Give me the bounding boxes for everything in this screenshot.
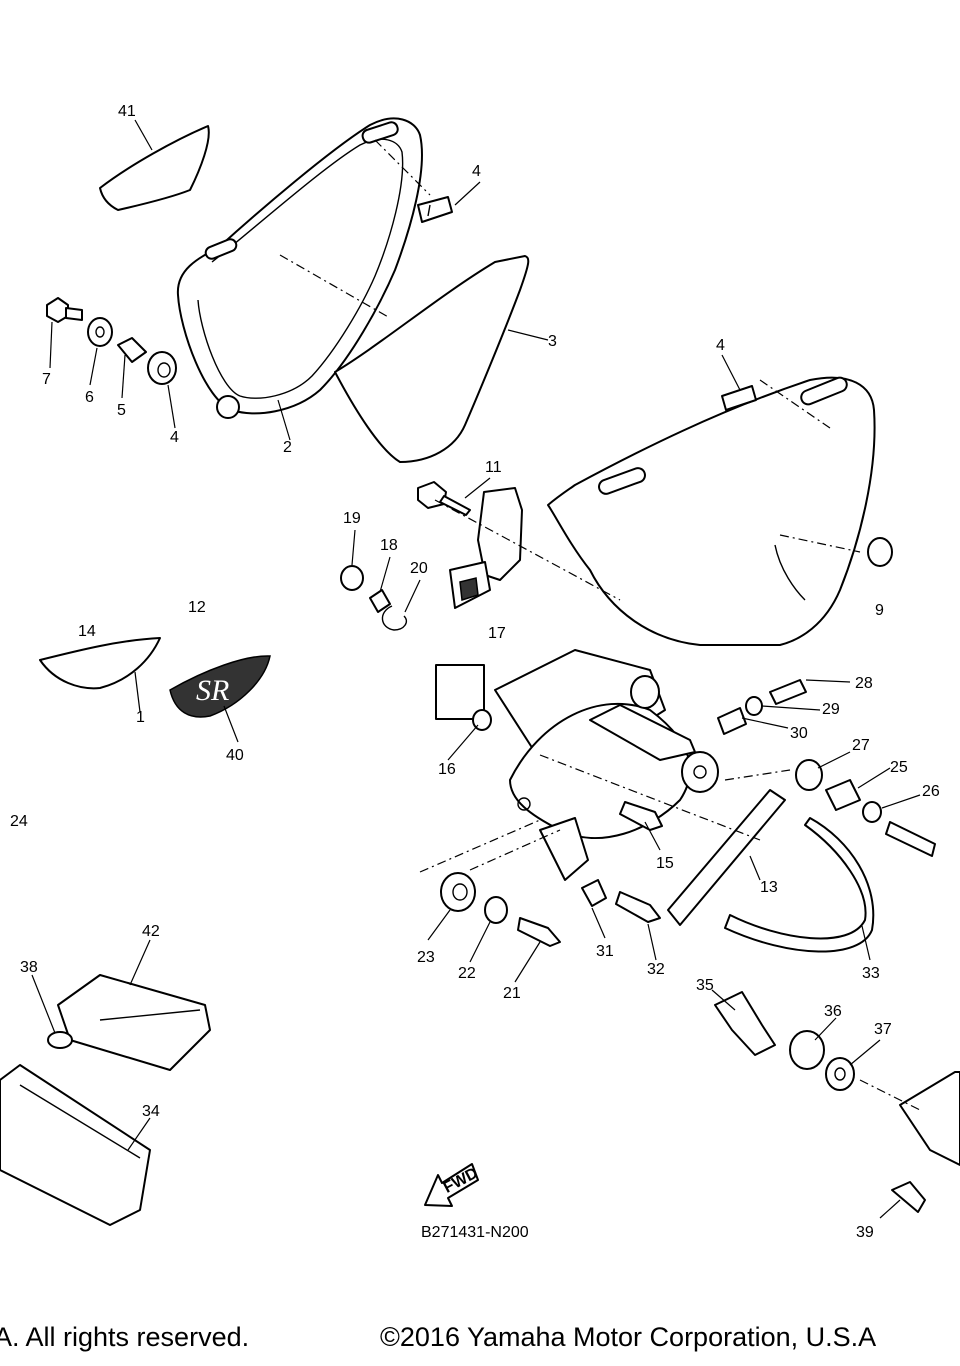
callout-30: 30 xyxy=(790,725,808,742)
damper-4-lower xyxy=(721,385,757,411)
grommet-19 xyxy=(340,565,364,591)
callout-35: 35 xyxy=(696,977,714,994)
callout-22: 22 xyxy=(458,965,476,982)
right-side-cover xyxy=(547,376,876,646)
emblem-40 xyxy=(169,655,271,718)
fwd-arrow-icon xyxy=(424,1163,479,1207)
callout-29: 29 xyxy=(822,701,840,718)
clip-20 xyxy=(381,605,408,631)
fastener-group-lower xyxy=(440,801,663,947)
callout-41: 41 xyxy=(118,103,136,120)
callout-38: 38 xyxy=(20,959,38,976)
tray-34 xyxy=(0,1064,151,1226)
fastener-stack-left xyxy=(46,297,177,385)
emblem-14 xyxy=(39,637,161,690)
callout-12: 12 xyxy=(188,599,206,616)
washer-37 xyxy=(825,1057,855,1091)
callout-labels: 41 4 3 7 6 5 4 2 4 11 19 18 20 9 12 14 1… xyxy=(10,103,940,1241)
callout-36: 36 xyxy=(824,1003,842,1020)
bracket-right xyxy=(899,1071,960,1166)
callout-34: 34 xyxy=(142,1103,160,1120)
callout-14: 14 xyxy=(78,623,96,640)
fwd-label: FWD xyxy=(441,1165,481,1197)
emblem-badge-text: SR xyxy=(196,674,229,707)
copyright-text: ©2016 Yamaha Motor Corporation, U.S.A xyxy=(380,1322,877,1352)
panel-3 xyxy=(334,255,530,463)
plate-13 xyxy=(667,789,786,926)
copyright-rights-text: A. All rights reserved. xyxy=(0,1322,250,1352)
callout-21: 21 xyxy=(503,985,521,1002)
callout-15: 15 xyxy=(656,855,674,872)
callout-25: 25 xyxy=(890,759,908,776)
callout-37: 37 xyxy=(874,1021,892,1038)
emblem-41 xyxy=(99,125,210,211)
callout-20: 20 xyxy=(410,560,428,577)
callout-27: 27 xyxy=(852,737,870,754)
callout-17: 17 xyxy=(488,625,506,642)
strap-33 xyxy=(724,817,875,953)
bolt-39 xyxy=(891,1181,926,1213)
callout-4-upper: 4 xyxy=(472,163,481,180)
callout-23: 23 xyxy=(417,949,435,966)
callout-40: 40 xyxy=(226,747,244,764)
grommet-9 xyxy=(867,537,893,567)
callout-28: 28 xyxy=(855,675,873,692)
callout-16: 16 xyxy=(438,761,456,778)
callout-31: 31 xyxy=(596,943,614,960)
grommet-36 xyxy=(789,1030,825,1070)
callout-3: 3 xyxy=(548,333,557,350)
callout-13: 13 xyxy=(760,879,778,896)
screw-38 xyxy=(47,1031,73,1049)
callout-6: 5 xyxy=(117,402,126,419)
pad-17 xyxy=(435,664,485,720)
socket-35 xyxy=(714,991,776,1056)
callout-2: 2 xyxy=(283,439,292,456)
callout-11: 11 xyxy=(485,459,502,476)
frame-bracket xyxy=(494,649,719,881)
callout-39: 39 xyxy=(856,1224,874,1241)
damper-4-upper xyxy=(417,196,453,223)
callout-42: 42 xyxy=(142,923,160,940)
callout-8: 7 xyxy=(42,371,51,388)
callout-32: 32 xyxy=(647,961,665,978)
assembly-lines xyxy=(279,139,921,1111)
callout-18: 18 xyxy=(380,537,398,554)
callout-33: 33 xyxy=(862,965,880,982)
seat-lock-assembly xyxy=(417,481,523,609)
callout-26: 26 xyxy=(922,783,940,800)
callout-5: 4 xyxy=(170,429,179,446)
callout-24: 24 xyxy=(10,813,28,830)
fastener-stack-right xyxy=(717,679,936,857)
callout-1: 1 xyxy=(136,709,145,726)
leader-lines xyxy=(31,119,921,1219)
reference-code: B271431-N200 xyxy=(421,1224,529,1241)
callout-9: 9 xyxy=(875,602,884,619)
callout-4-lower: 4 xyxy=(716,337,725,354)
callout-19: 19 xyxy=(343,510,361,527)
box-42 xyxy=(57,974,211,1071)
collar-18 xyxy=(369,589,391,613)
callout-7: 6 xyxy=(85,389,94,406)
